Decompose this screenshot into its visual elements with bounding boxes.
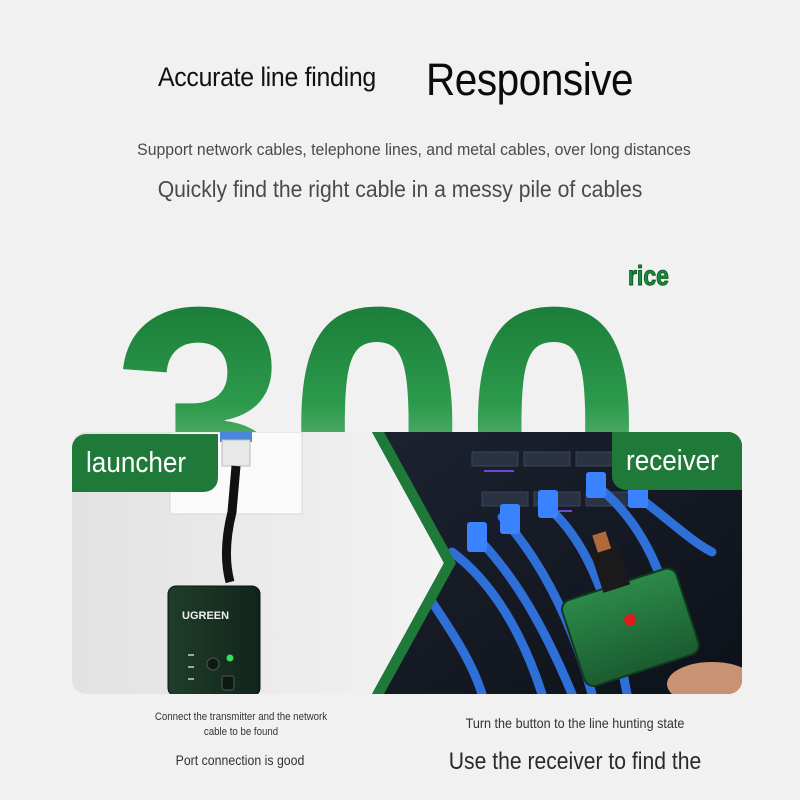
launcher-tag-label: launcher: [86, 447, 187, 479]
brand-label: UGREEN: [182, 610, 229, 622]
receiver-tag-label: receiver: [626, 445, 719, 477]
subtitle-line-2: Quickly find the right cable in a messy …: [157, 176, 643, 202]
product-illustration: UGREEN: [72, 432, 742, 694]
highlight-number: 300: [112, 238, 642, 452]
product-image-panel: UGREEN: [72, 432, 742, 694]
launcher-tag: launcher: [72, 434, 218, 492]
caption-right-line-2: Use the receiver to find the: [448, 748, 702, 775]
receiver-tag: receiver: [612, 432, 742, 490]
highlight-suffix: rice: [628, 260, 670, 292]
caption-left-line-2: Port connection is good: [175, 752, 305, 768]
caption-right-line-1: Turn the button to the line hunting stat…: [465, 715, 685, 731]
feature-title-right: Responsive: [426, 54, 634, 105]
caption-left-line-1: Connect the transmitter and the network …: [154, 711, 328, 738]
subtitle-line-1: Support network cables, telephone lines,…: [137, 140, 691, 159]
highlight-number-text: 300: [112, 238, 642, 452]
feature-title-left: Accurate line finding: [158, 62, 376, 92]
